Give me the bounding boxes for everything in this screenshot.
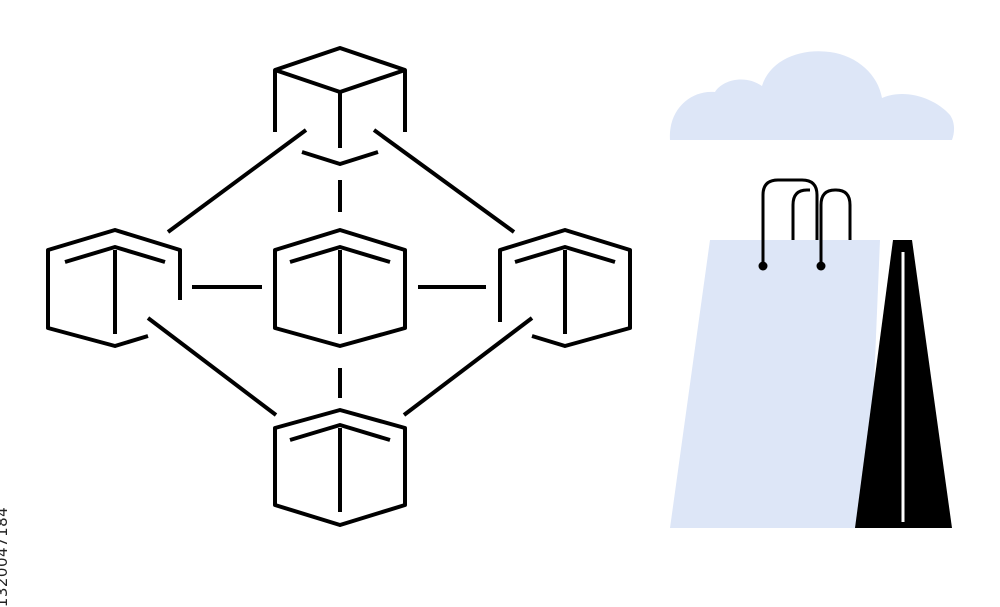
cube-bottom <box>273 408 407 527</box>
bag-handles <box>761 178 852 266</box>
blockchain-network-icon <box>46 46 632 527</box>
cube-center <box>273 228 407 348</box>
shopping-bag-icon <box>670 178 952 528</box>
cloud-icon <box>669 51 955 140</box>
bag-front <box>670 240 880 528</box>
handle-rivet-left <box>758 261 768 271</box>
cube-left <box>46 228 182 348</box>
network-connectors <box>146 128 534 417</box>
cube-top <box>273 46 407 166</box>
cube-right <box>498 228 632 348</box>
illustration-canvas <box>46 46 955 528</box>
stock-id-label: 1320047184 <box>0 506 12 607</box>
handle-rivet-right <box>816 261 826 271</box>
stock-id-container: 1320047184 <box>0 270 88 607</box>
